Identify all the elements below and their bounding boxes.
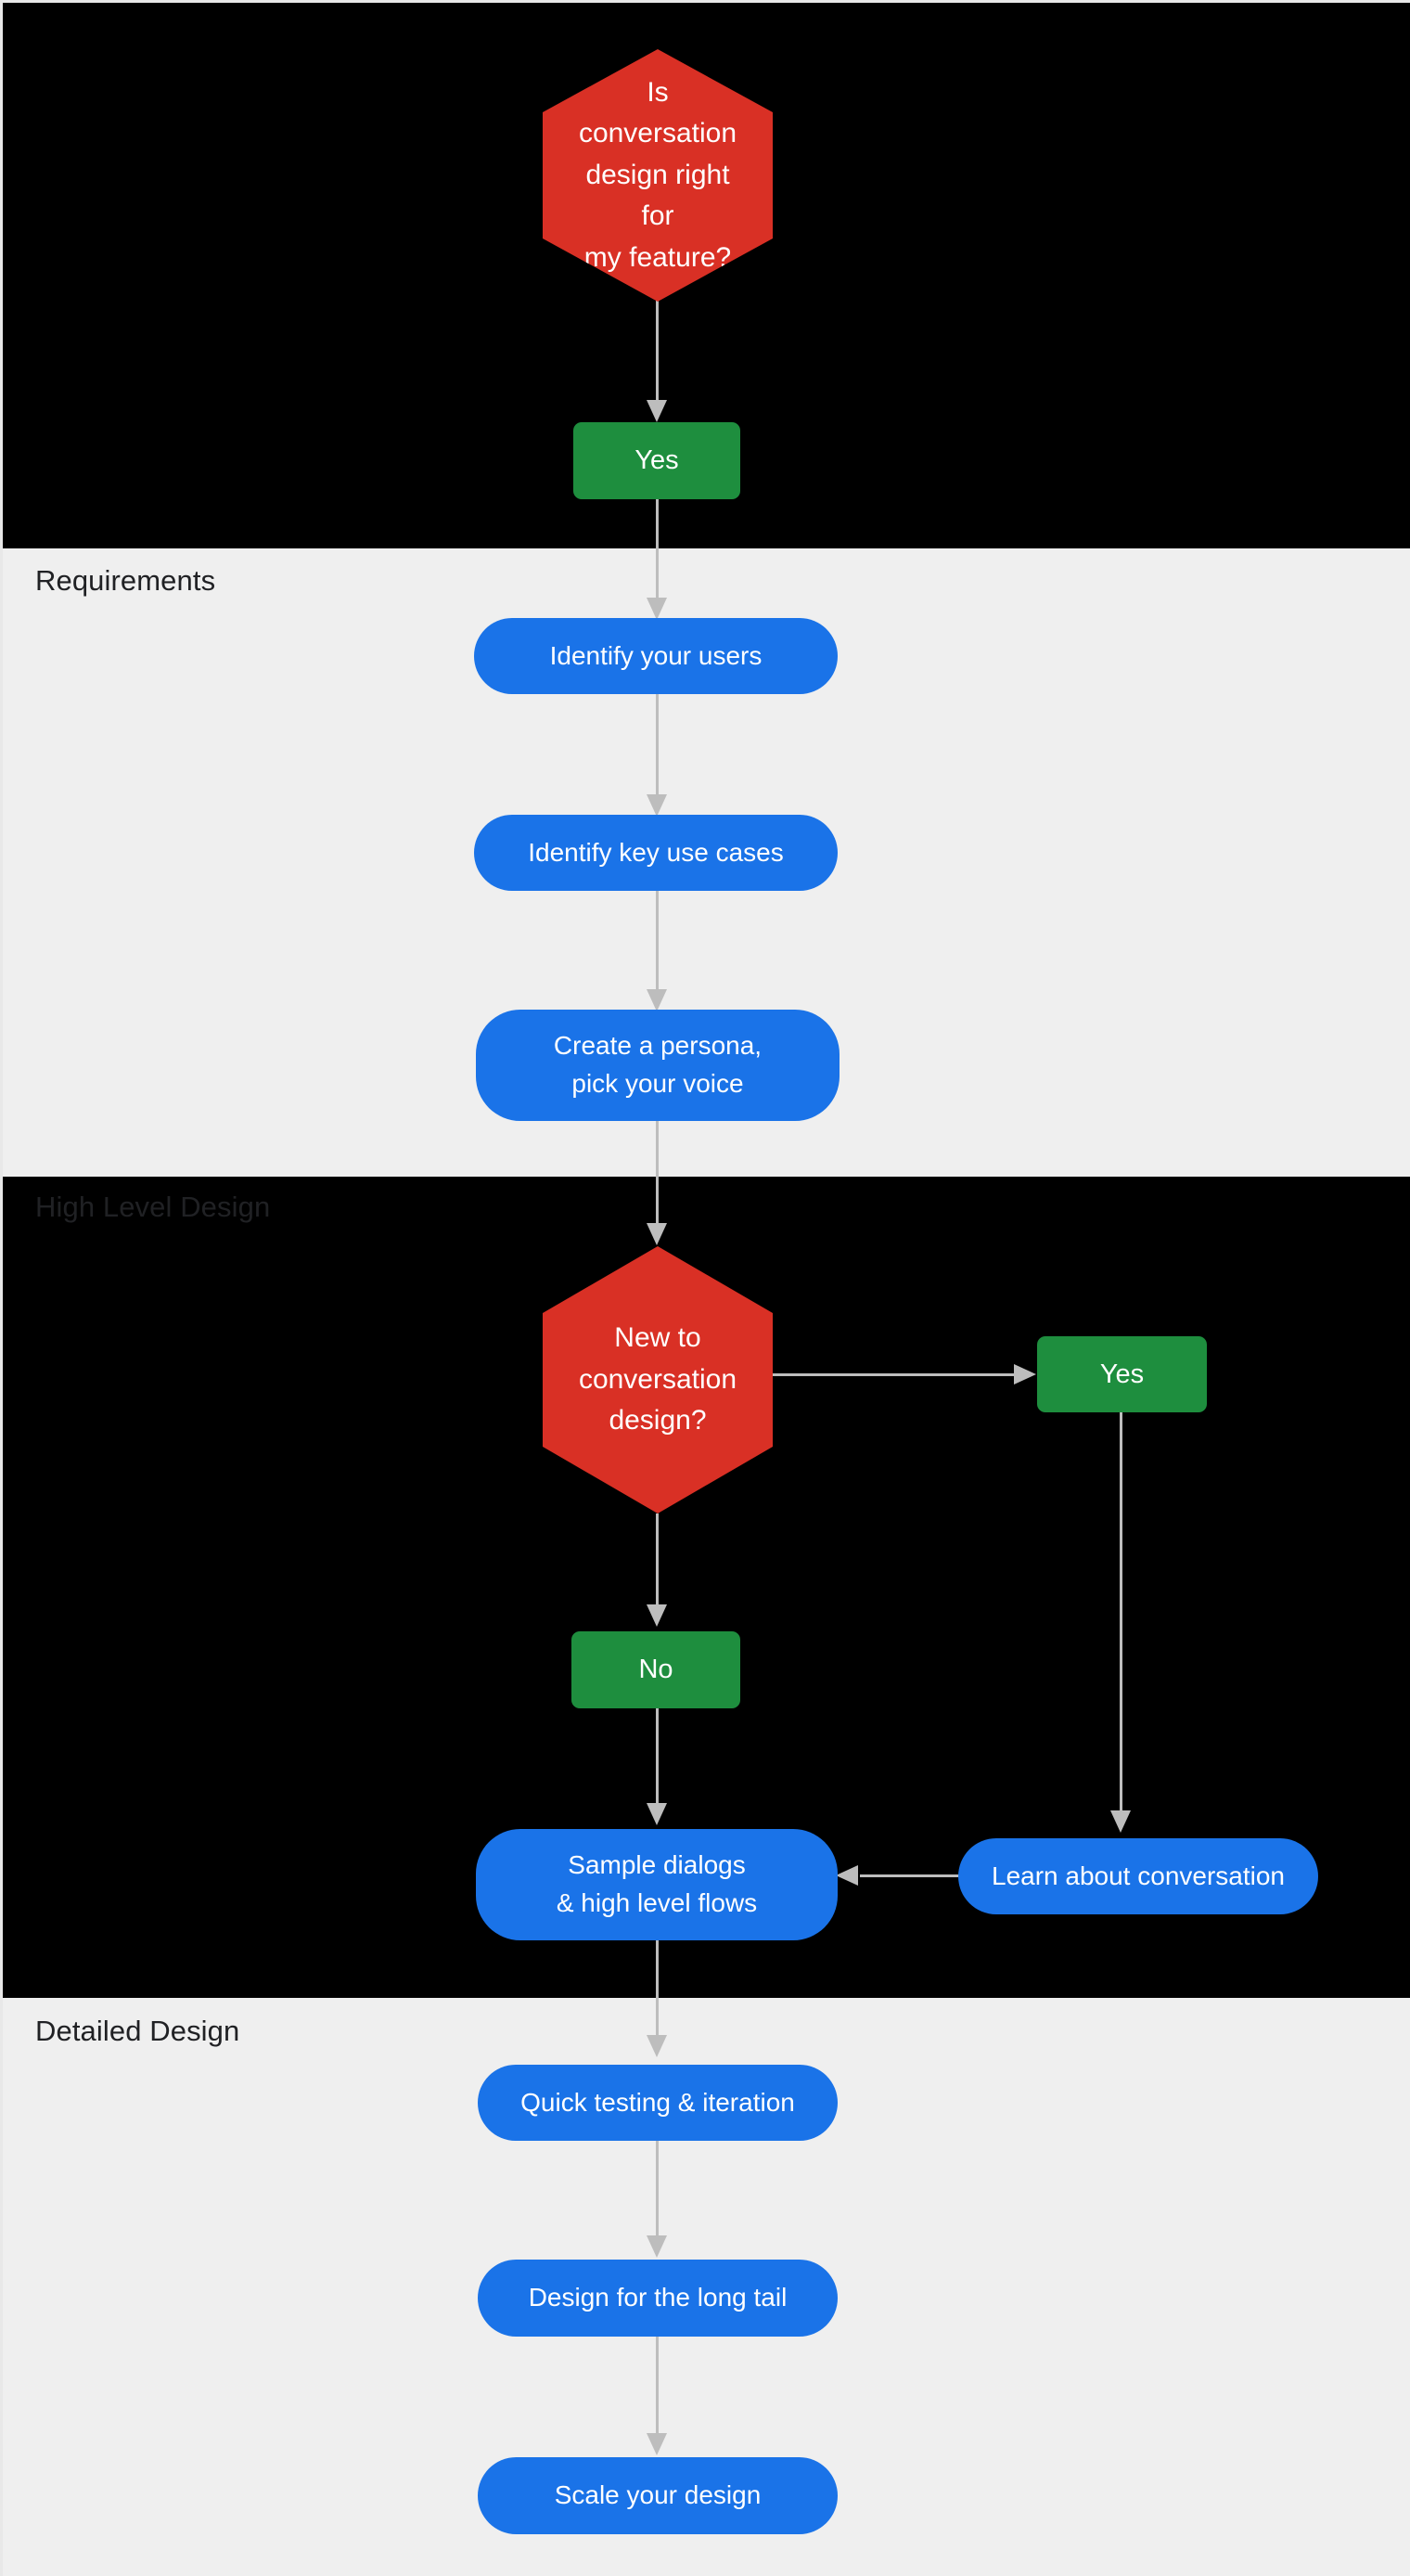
answer-node-yes-top[interactable]: Yes (573, 422, 740, 499)
step-node-learn-about-conversation[interactable]: Learn about conversation (958, 1838, 1318, 1914)
connector-learn-to-sample-dialogs (860, 1874, 960, 1877)
arrowhead-no2-to-sample-dialogs (647, 1803, 667, 1825)
connector-sample-dialogs-to-quick-testing (656, 1940, 659, 2037)
arrowhead-sample-dialogs-to-quick-testing (647, 2035, 667, 2057)
arrowhead-quick-testing-to-long-tail (647, 2235, 667, 2258)
decision2-line2: conversation (578, 1363, 737, 1395)
connector-yes1-to-identify-users (656, 499, 659, 599)
connector-identify-users-to-use-cases (656, 694, 659, 796)
step-persona-line2: pick your voice (571, 1069, 744, 1098)
decision2-line1: New to (614, 1322, 701, 1354)
connector-decision2-to-no2 (656, 1513, 659, 1606)
arrowhead-long-tail-to-scale (647, 2433, 667, 2455)
answer-node-no[interactable]: No (571, 1631, 740, 1708)
arrowhead-yes1-to-identify-users (647, 598, 667, 620)
step-learn-conversation-label: Learn about conversation (992, 1861, 1285, 1890)
decision1-line3: my feature? (583, 241, 732, 273)
connector-use-cases-to-persona (656, 889, 659, 991)
connector-decision2-to-yes2 (773, 1373, 1016, 1376)
step-scale-label: Scale your design (554, 2480, 762, 2510)
step-long-tail-label: Design for the long tail (528, 2283, 788, 2312)
decision1-line2: design right for (585, 159, 730, 232)
step-node-design-long-tail[interactable]: Design for the long tail (478, 2260, 838, 2337)
step-node-scale-your-design[interactable]: Scale your design (478, 2457, 838, 2534)
connector-long-tail-to-scale (656, 2337, 659, 2435)
band-label-high-level-design: High Level Design (35, 1191, 271, 1223)
step-identify-users-label: Identify your users (549, 640, 763, 670)
arrowhead-learn-to-sample-dialogs (836, 1865, 858, 1886)
arrowhead-use-cases-to-persona (647, 989, 667, 1011)
step-persona-line1: Create a persona, (553, 1031, 763, 1061)
connector-quick-testing-to-long-tail (656, 2141, 659, 2237)
answer-no-label: No (638, 1655, 673, 1684)
step-node-sample-dialogs[interactable]: Sample dialogs & high level flows (476, 1829, 838, 1940)
step-identify-use-cases-label: Identify key use cases (528, 837, 784, 867)
arrowhead-decision2-to-no2 (647, 1604, 667, 1627)
connector-persona-to-decision2 (656, 1121, 659, 1225)
decision2-line3: design? (609, 1405, 707, 1436)
arrowhead-decision2-to-yes2 (1014, 1364, 1036, 1385)
answer-node-yes-right[interactable]: Yes (1037, 1336, 1207, 1412)
connector-no2-to-sample-dialogs (656, 1708, 659, 1805)
decision1-line1: Is conversation (578, 77, 737, 149)
arrowhead-identify-users-to-use-cases (647, 794, 667, 817)
step-node-identify-key-use-cases[interactable]: Identify key use cases (474, 815, 838, 891)
answer-yes-top-label: Yes (634, 445, 679, 475)
step-sample-dialogs-line1: Sample dialogs (568, 1850, 746, 1880)
arrowhead-yes2-to-learn (1110, 1810, 1131, 1833)
connector-yes2-to-learn (1120, 1411, 1122, 1812)
step-quick-testing-label: Quick testing & iteration (520, 2087, 795, 2117)
step-sample-dialogs-line2: & high level flows (556, 1888, 758, 1917)
step-node-create-persona[interactable]: Create a persona, pick your voice (476, 1010, 840, 1121)
answer-yes-right-label: Yes (1099, 1359, 1145, 1389)
arrowhead-persona-to-decision2 (647, 1223, 667, 1245)
step-node-identify-your-users[interactable]: Identify your users (474, 618, 838, 694)
arrowhead-decision1-to-yes1 (647, 400, 667, 422)
connector-decision1-to-yes1 (656, 300, 659, 402)
step-node-quick-testing[interactable]: Quick testing & iteration (478, 2065, 838, 2141)
band-label-detailed-design: Detailed Design (35, 2015, 240, 2047)
band-label-requirements: Requirements (35, 564, 216, 597)
